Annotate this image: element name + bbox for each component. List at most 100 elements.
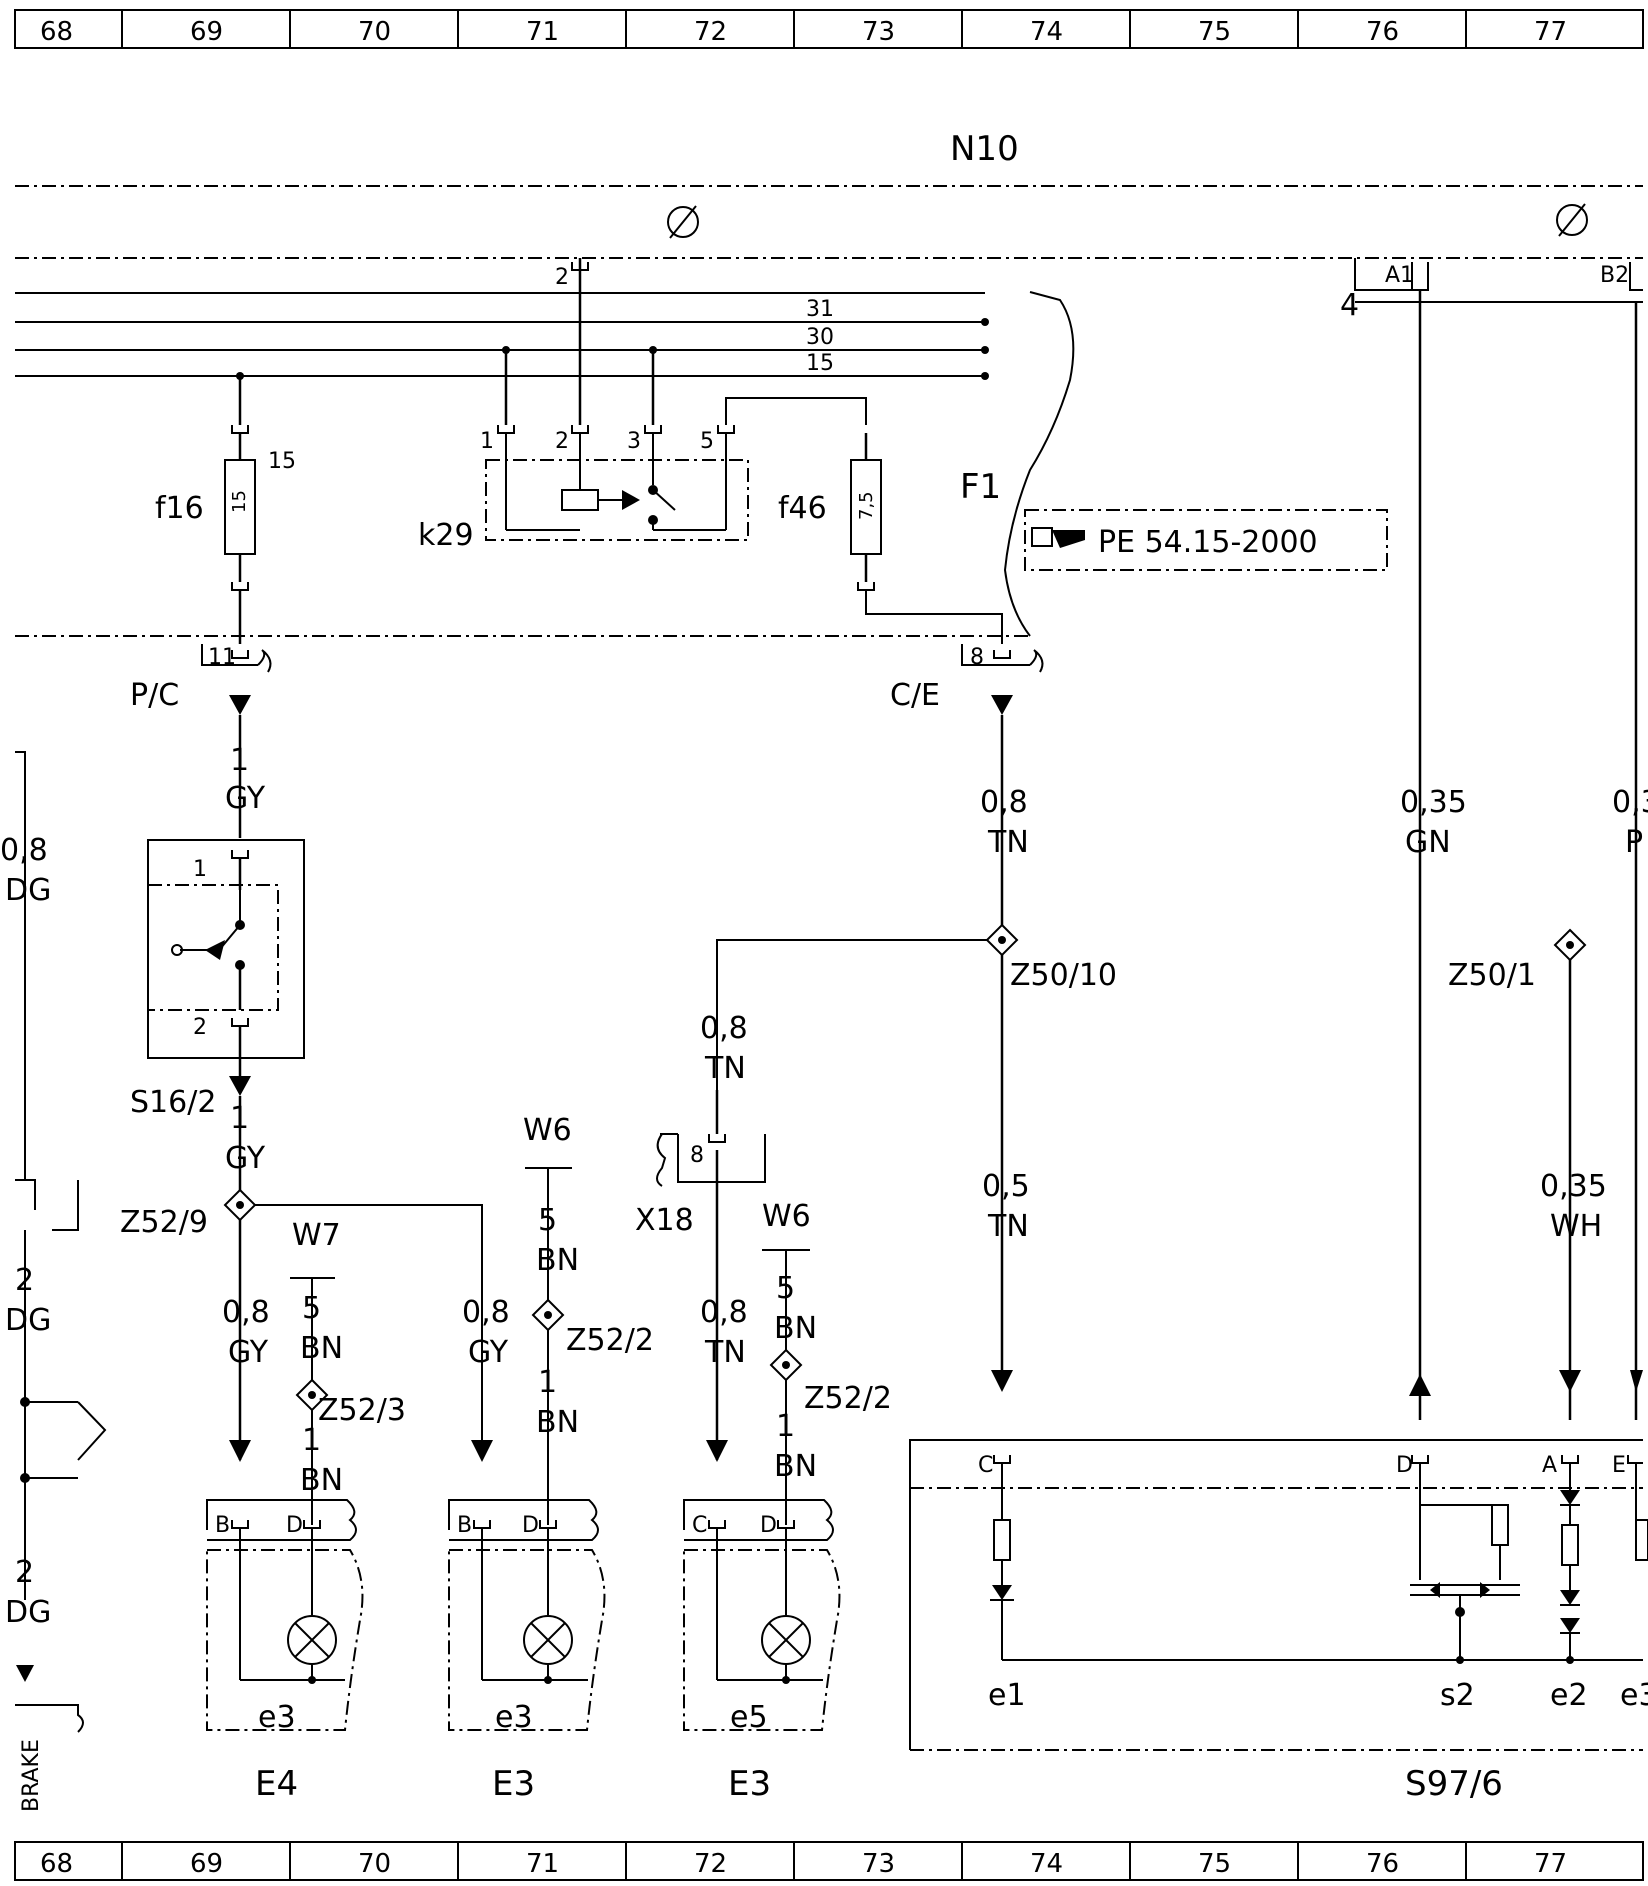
fuse-f16: 15 f16 15 xyxy=(155,372,296,644)
lamp-e5-pin-a: C xyxy=(692,1513,707,1538)
lamp-e5-pin-b: D xyxy=(760,1513,777,1538)
shield-icon xyxy=(667,203,1588,239)
connector-pin-4: 4 xyxy=(1340,288,1359,323)
fuse-f46: 7,5 f46 xyxy=(778,433,1003,644)
relay-label: k29 xyxy=(418,518,474,553)
wire-gy-after-color: GY xyxy=(225,1141,266,1176)
fuse-block-label: F1 xyxy=(960,467,1001,507)
splice-z50-1: Z50/1 0,35 WH xyxy=(1448,928,1607,1420)
wire-w6b-color2: BN xyxy=(774,1449,817,1484)
wire-tn-e5-gauge: 0,8 xyxy=(700,1295,748,1330)
grid-col-75: 75 xyxy=(1198,17,1231,47)
s97-pin-a: A xyxy=(1542,1453,1557,1478)
bus-31-label: 31 xyxy=(806,297,834,322)
lamp-e5-component: E3 xyxy=(728,1764,771,1804)
switch-pin-2: 2 xyxy=(193,1015,207,1040)
connector-x18-pin: 8 xyxy=(690,1143,704,1168)
fuse-f16-terminal: 15 xyxy=(268,449,296,474)
wire-left-2b-gauge: 2 xyxy=(15,1555,34,1590)
wire-w6b-gauge2: 1 xyxy=(776,1409,795,1444)
fuse-f16-rating: 15 xyxy=(229,490,250,513)
module-s97: C D A E e1 s2 xyxy=(909,1439,1648,1804)
wire-w6a-color: BN xyxy=(536,1243,579,1278)
wire-wh-color: WH xyxy=(1550,1209,1602,1244)
fuse-f46-rating: 7,5 xyxy=(856,491,877,520)
wire-w7-gauge: 5 xyxy=(302,1291,321,1326)
relay-top-pin: 2 xyxy=(555,265,569,290)
ground-w6a-label: W6 xyxy=(523,1113,572,1148)
grid-col-68: 68 xyxy=(40,17,73,47)
connector-a1-label: A1 xyxy=(1385,263,1414,288)
splice-z52-2a-label: Z52/2 xyxy=(566,1323,654,1358)
grid-col-72-bottom: 72 xyxy=(694,1849,727,1879)
arrow-s97-d xyxy=(1409,1374,1431,1396)
connector-pc: 11 P/C 1 GY xyxy=(130,644,272,838)
lamp-e3a-element: e3 xyxy=(495,1700,533,1735)
lamp-e3a-pin-b: D xyxy=(522,1513,539,1538)
relay-pin-5: 5 xyxy=(700,429,714,454)
lamp-e4-component: E4 xyxy=(255,1764,298,1804)
switch-label: S16/2 xyxy=(130,1085,216,1120)
s97-element-e3: e3 xyxy=(1620,1678,1648,1713)
lamp-e3a-component: E3 xyxy=(492,1764,535,1804)
grid-col-68-bottom: 68 xyxy=(40,1849,73,1879)
arrow-s97-a xyxy=(1559,1370,1581,1392)
module-label: N10 xyxy=(950,129,1019,169)
bus-15-label: 15 xyxy=(806,351,834,376)
bus-lines: 31 30 15 xyxy=(15,292,989,380)
grid-col-69-bottom: 69 xyxy=(190,1849,223,1879)
grid-col-76: 76 xyxy=(1366,17,1399,47)
s97-label: S97/6 xyxy=(1405,1764,1503,1804)
brake-label: BRAKE xyxy=(19,1739,44,1812)
splice-z50-10-label: Z50/10 xyxy=(1010,958,1117,993)
lamp-e3-b: C D e5 E3 xyxy=(683,1499,841,1804)
lamp-e3-a: B D e3 E3 xyxy=(448,1499,606,1804)
ground-w6-a: W6 5 BN Z52/2 1 BN xyxy=(523,1113,654,1525)
grid-col-75-bottom: 75 xyxy=(1198,1849,1231,1879)
splice-z52-3-label: Z52/3 xyxy=(318,1393,406,1428)
wire-w7-color2: BN xyxy=(300,1463,343,1498)
fuse-f16-label: f16 xyxy=(155,491,204,526)
connector-pc-label: P/C xyxy=(130,678,179,713)
wire-w6b-color: BN xyxy=(774,1311,817,1346)
switch-pin-1: 1 xyxy=(193,857,207,882)
wire-w1-color: GY xyxy=(225,781,266,816)
wire-tn-branch-gauge: 0,8 xyxy=(700,1011,748,1046)
wire-gy-e4-color: GY xyxy=(228,1335,269,1370)
reference-text: PE 54.15-2000 xyxy=(1098,525,1318,560)
wire-wh-gauge: 0,35 xyxy=(1540,1169,1607,1204)
splice-z52-9-label: Z52/9 xyxy=(120,1205,208,1240)
connector-b2-label: B2 xyxy=(1600,263,1629,288)
grid-col-76-bottom: 76 xyxy=(1366,1849,1399,1879)
grid-col-73-bottom: 73 xyxy=(862,1849,895,1879)
connector-x18-label: X18 xyxy=(635,1203,694,1238)
arrow-s97-c xyxy=(991,1370,1013,1392)
wire-w6a-gauge2: 1 xyxy=(538,1365,557,1400)
s97-pin-d: D xyxy=(1396,1453,1413,1478)
fuse-block-outline xyxy=(1003,291,1075,637)
bus-30-label: 30 xyxy=(806,325,834,350)
splice-z50-10: Z50/10 0,8 TN 0,5 TN xyxy=(700,923,1117,1370)
relay-pin-2: 2 xyxy=(555,429,569,454)
lamp-e4-element: e3 xyxy=(258,1700,296,1735)
connector-a1-b2: A1 4 B2 0,35 GN 0,3 P xyxy=(1340,258,1648,1420)
relay-k29: 2 1 2 3 5 k29 xyxy=(418,258,867,553)
left-edge-circuit: 0,8 DG 2 DG 2 DG BRAKE xyxy=(0,751,107,1812)
grid-col-70-bottom: 70 xyxy=(358,1849,391,1879)
wire-gy-e3-color: GY xyxy=(468,1335,509,1370)
wire-left-2a-color: DG xyxy=(5,1303,51,1338)
grid-col-74: 74 xyxy=(1030,17,1063,47)
relay-pin-1: 1 xyxy=(480,429,494,454)
grid-col-77: 77 xyxy=(1534,17,1567,47)
grid-col-69: 69 xyxy=(190,17,223,47)
wire-gn-color: GN xyxy=(1405,825,1451,860)
wire-gy-e4-gauge: 0,8 xyxy=(222,1295,270,1330)
ground-w7-label: W7 xyxy=(292,1218,341,1253)
connector-ce-label: C/E xyxy=(890,678,940,713)
wire-tn-top-gauge: 0,8 xyxy=(980,785,1028,820)
grid-col-74-bottom: 74 xyxy=(1030,1849,1063,1879)
wire-gn-gauge: 0,35 xyxy=(1400,785,1467,820)
wire-tn-top-color: TN xyxy=(987,825,1029,860)
grid-col-72: 72 xyxy=(694,17,727,47)
